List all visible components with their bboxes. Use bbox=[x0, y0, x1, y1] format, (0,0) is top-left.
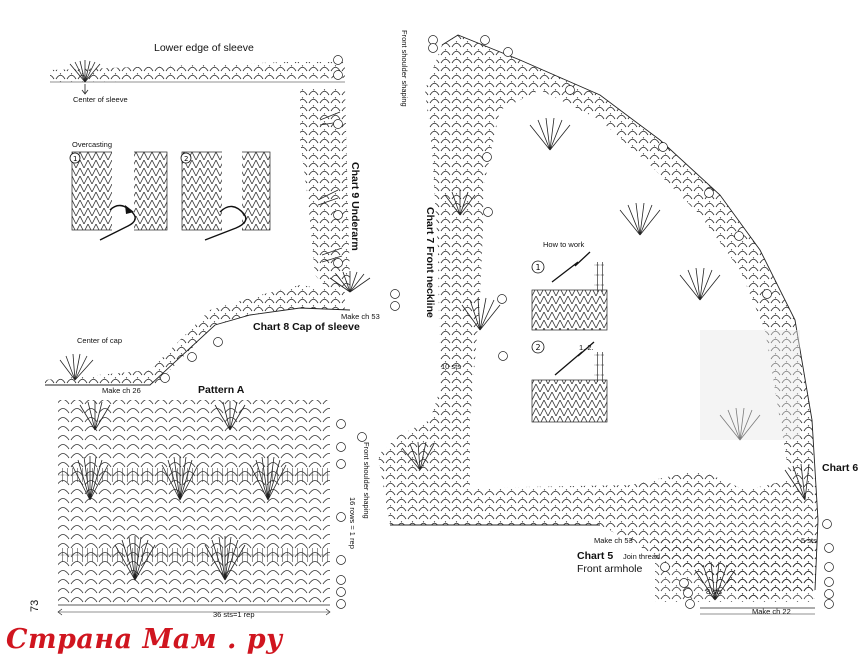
page-number: 73 bbox=[29, 599, 41, 612]
how-to-work-illustrations: 1 2 bbox=[531, 251, 608, 423]
front-shoulder-note: Front shoulder shaping bbox=[400, 30, 409, 107]
svg-text:2: 2 bbox=[536, 343, 541, 352]
sleeve-make-ch-53: Make ch 53 bbox=[341, 312, 380, 321]
join-thread-label: Join thread bbox=[623, 552, 661, 561]
row-number-markers bbox=[160, 35, 834, 609]
svg-text:1: 1 bbox=[73, 155, 77, 163]
chart9-title: Chart 9 Underarm bbox=[349, 162, 361, 251]
front-make-ch-22: Make ch 22 bbox=[752, 607, 791, 616]
chart7-title: Chart 7 Front neckline bbox=[424, 207, 436, 318]
pattern-a-chart bbox=[57, 400, 331, 616]
sleeve-make-ch-26: Make ch 26 bbox=[102, 386, 141, 395]
overcasting-illustrations: 1 2 bbox=[69, 145, 271, 241]
svg-text:1: 1 bbox=[536, 263, 541, 272]
pattern-a-title: Pattern A bbox=[198, 384, 245, 396]
front-sts-10: 10 sts bbox=[441, 362, 462, 371]
site-watermark: Страна Мам . ру bbox=[6, 624, 283, 655]
how-to-work-step2-marks: 1. 2. bbox=[579, 343, 594, 352]
chart6-title: Chart 6 bbox=[822, 462, 859, 474]
sleeve-cap-chart bbox=[45, 285, 351, 386]
chart8-title: Chart 8 Cap of sleeve bbox=[253, 321, 360, 333]
pattern-a-rep-rows: 16 rows = 1 rep bbox=[348, 497, 357, 549]
front-sts-8: 8 sts bbox=[706, 587, 722, 596]
center-of-sleeve-label: Center of sleeve bbox=[73, 95, 128, 104]
pattern-a-rep-width: 36 sts=1 rep bbox=[213, 610, 255, 619]
lower-edge-title: Lower edge of sleeve bbox=[154, 42, 254, 54]
center-of-cap-label: Center of cap bbox=[77, 336, 123, 345]
chart5-title: Chart 5 bbox=[577, 550, 614, 562]
how-to-work-title: How to work bbox=[543, 240, 585, 249]
svg-text:2: 2 bbox=[184, 155, 188, 163]
chart5-subtitle: Front armhole bbox=[577, 563, 643, 575]
front-make-ch-53: Make ch 53 bbox=[594, 536, 633, 545]
front-sts-5: 5 sts bbox=[801, 536, 817, 545]
overcasting-label: Overcasting bbox=[72, 140, 113, 149]
pattern-a-shoulder-note: Front shoulder shaping bbox=[362, 442, 371, 519]
